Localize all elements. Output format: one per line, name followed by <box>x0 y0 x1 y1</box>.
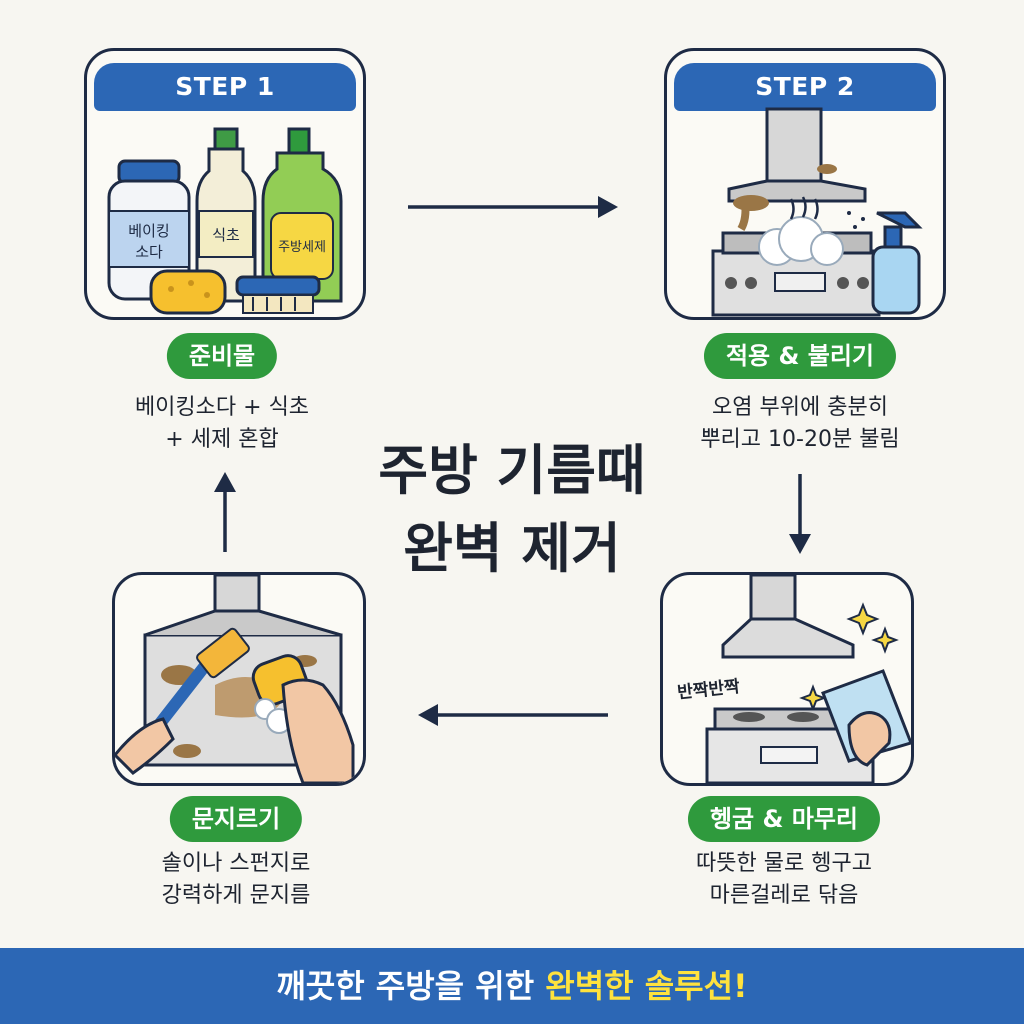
step4-card <box>112 572 366 786</box>
vinegar-bottle-icon: 식초 <box>195 127 257 303</box>
sponge-icon <box>149 269 227 315</box>
step4-illustration <box>115 575 355 783</box>
step1-banner: STEP 1 <box>94 63 356 111</box>
step2-description: 오염 부위에 충분히 뿌리고 10-20분 불림 <box>700 395 900 452</box>
arrow-down-icon <box>789 474 811 554</box>
svg-text:주방세제: 주방세제 <box>278 240 326 255</box>
brush-icon <box>115 627 250 775</box>
step3-description: 따뜻한 물로 헹구고 마른걸레로 닦음 <box>696 851 872 908</box>
hand-icon <box>281 678 355 783</box>
step1-illustration: 베이킹 소다 식초 주방세제 <box>107 127 343 315</box>
arrow-right-icon <box>408 196 618 218</box>
cloth-icon <box>821 669 911 767</box>
step2-banner: STEP 2 <box>674 63 936 111</box>
foam-icon <box>758 196 844 266</box>
step1-label: 준비물 <box>166 333 278 379</box>
svg-text:식초: 식초 <box>212 226 240 244</box>
step3-illustration <box>705 575 911 783</box>
clean-hood-icon <box>721 575 855 659</box>
step1-description: 베이킹소다 + 식초 + 세제 혼합 <box>134 395 310 452</box>
svg-text:베이킹: 베이킹 <box>128 222 169 240</box>
svg-text:소다: 소다 <box>135 243 163 261</box>
brush-icon <box>235 275 321 314</box>
range-hood-icon <box>727 107 867 232</box>
step2-illustration <box>711 107 923 317</box>
arrow-left-icon <box>418 704 608 726</box>
footer-banner: 깨끗한 주방을 위한 완벽한 솔루션! <box>0 948 1024 1024</box>
step3-card: 반짝반짝 <box>660 572 914 786</box>
spray-bottle-icon <box>847 211 923 315</box>
step2-label: 적용 & 불리기 <box>703 333 897 379</box>
step4-label: 문지르기 <box>169 796 303 842</box>
sparkle-icon <box>799 602 899 712</box>
baking-soda-jar-icon: 베이킹 소다 <box>107 159 191 301</box>
step1-card: STEP 1 베이킹 소다 식초 주방세제 <box>84 48 366 320</box>
step4-description: 솔이나 스펀지로 강력하게 문지름 <box>161 851 311 908</box>
arrow-up-icon <box>214 472 236 552</box>
step3-label: 헹굼 & 마무리 <box>687 796 881 842</box>
detergent-bottle-icon: 주방세제 <box>261 127 343 303</box>
step2-card: STEP 2 <box>664 48 946 320</box>
page-title: 주방 기름때 완벽 제거 <box>378 439 646 580</box>
